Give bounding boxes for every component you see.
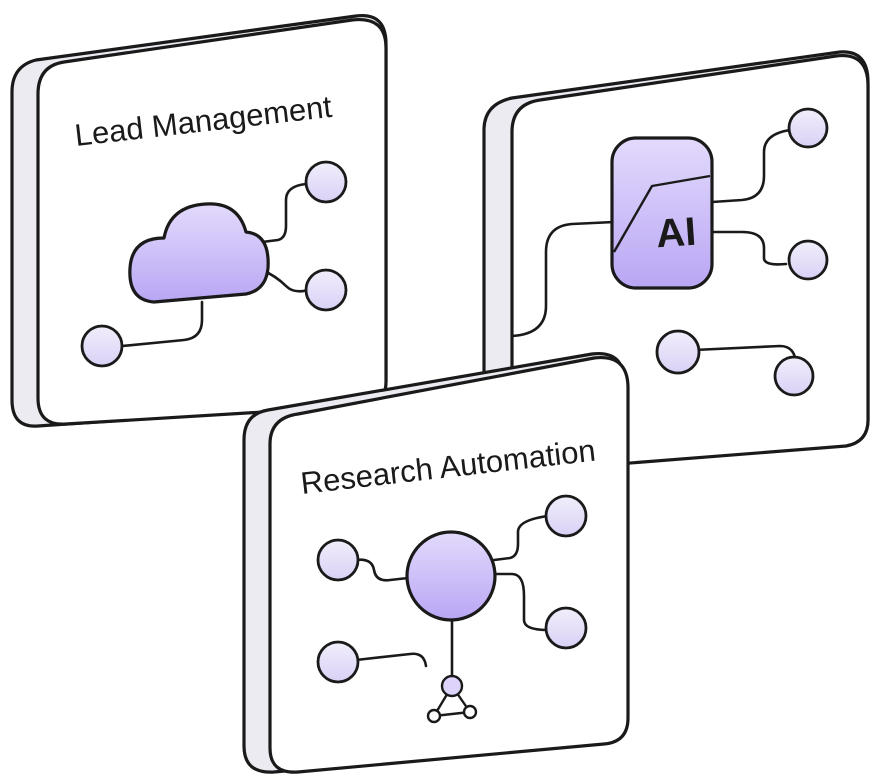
hub-icon bbox=[405, 530, 497, 622]
research-node bbox=[544, 494, 588, 538]
lead-node bbox=[304, 268, 348, 312]
ai-node bbox=[787, 107, 829, 149]
research-node bbox=[316, 640, 360, 684]
ai-node bbox=[773, 355, 815, 397]
research-node bbox=[544, 606, 588, 650]
ai-chip-label: AI bbox=[655, 210, 698, 257]
ai-node bbox=[655, 329, 701, 375]
network-icon bbox=[426, 674, 478, 724]
ai-chip-icon: AI bbox=[610, 136, 714, 290]
lead-node bbox=[80, 324, 124, 368]
card-research-automation: Research Automation bbox=[242, 351, 630, 774]
lead-node bbox=[304, 160, 348, 204]
card-lead-management: Lead Management bbox=[10, 13, 388, 428]
research-node bbox=[316, 538, 360, 582]
ai-node bbox=[787, 239, 829, 281]
research-connectors bbox=[354, 514, 550, 678]
lead-connectors bbox=[120, 182, 310, 348]
cloud-icon bbox=[128, 202, 270, 304]
